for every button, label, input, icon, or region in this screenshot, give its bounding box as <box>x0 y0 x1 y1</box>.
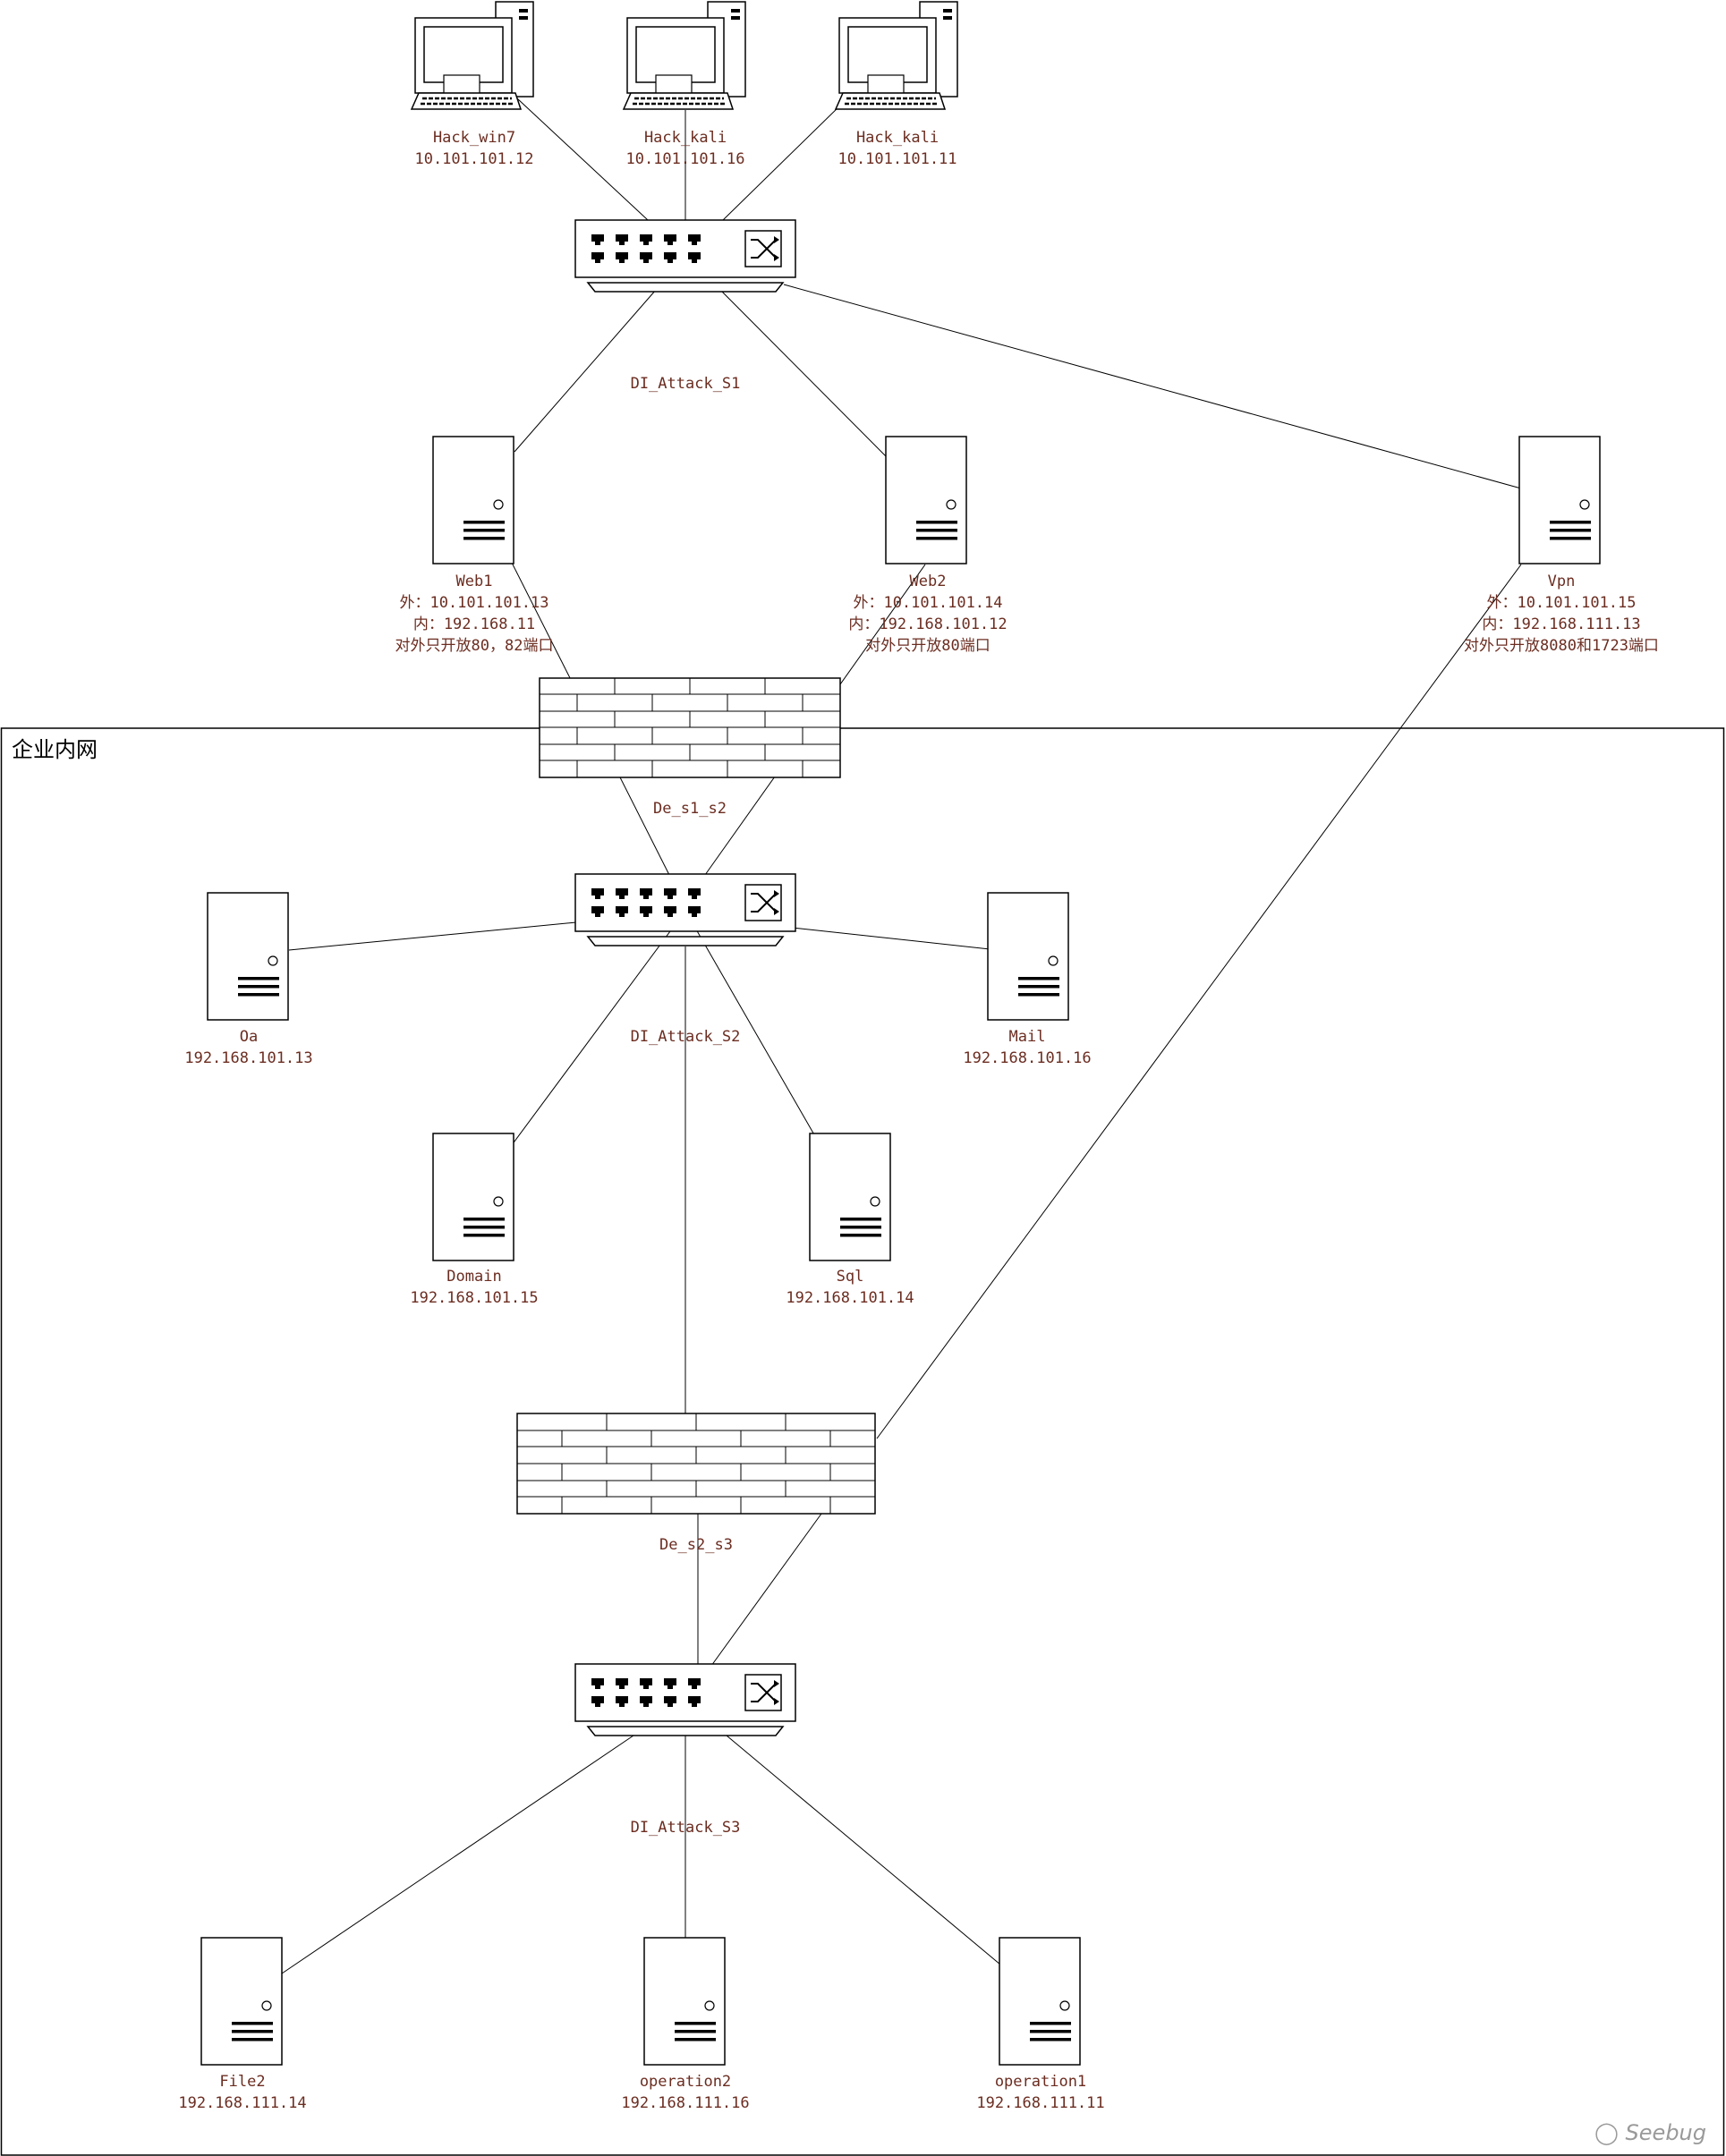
server-icon-vpn <box>1518 436 1601 564</box>
firewall-de-s2-s3 <box>516 1413 876 1515</box>
server-icon-file2 <box>200 1937 283 2066</box>
switch-icon-s2 <box>574 873 796 946</box>
server-label-file2: File2 192.168.111.14 <box>178 2073 307 2112</box>
enterprise-zone-label: 企业内网 <box>12 737 98 762</box>
server-label-mail: Mail 192.168.101.16 <box>963 1028 1092 1067</box>
workstation-icon-hack-win7 <box>410 0 535 111</box>
workstation-label-hack-kali-16: Hack_kali 10.101.101.16 <box>625 129 745 168</box>
firewall-label-de-s1-s2: De_s1_s2 <box>653 800 727 818</box>
connection-lines <box>281 98 1522 1974</box>
workstation-label-hack-win7: Hack_win7 10.101.101.12 <box>414 129 534 168</box>
server-icon-mail <box>987 892 1069 1021</box>
workstation-icon-hack-kali-16 <box>622 0 747 111</box>
switch-label-s2: DI_Attack_S2 <box>630 1028 741 1046</box>
server-icon-operation1 <box>999 1937 1081 2066</box>
server-icon-domain <box>432 1133 514 1261</box>
watermark-logo: ◯ Seebug <box>1594 2120 1706 2145</box>
server-label-web1: Web1 外：10.101.101.13 内：192.168.11 对外只开放8… <box>395 573 554 655</box>
server-icon-operation2 <box>643 1937 726 2066</box>
server-icon-web2 <box>885 436 967 564</box>
server-label-oa: Oa 192.168.101.13 <box>184 1028 313 1067</box>
firewall-de-s1-s2 <box>539 677 841 778</box>
enterprise-zone-border <box>0 727 1725 2156</box>
server-icon-oa <box>207 892 289 1021</box>
switch-label-s3: DI_Attack_S3 <box>630 1819 741 1837</box>
server-label-web2: Web2 外：10.101.101.14 内：192.168.101.12 对外… <box>848 573 1008 655</box>
server-label-operation2: operation2 192.168.111.16 <box>621 2073 750 2112</box>
server-label-vpn: Vpn 外：10.101.101.15 内：192.168.111.13 对外只… <box>1464 573 1659 655</box>
workstation-label-hack-kali-11: Hack_kali 10.101.101.11 <box>837 129 957 168</box>
server-icon-sql <box>809 1133 891 1261</box>
switch-icon-s3 <box>574 1663 796 1736</box>
server-label-domain: Domain 192.168.101.15 <box>410 1268 539 1307</box>
switch-icon-s1 <box>574 219 796 293</box>
workstation-icon-hack-kali-11 <box>834 0 959 111</box>
server-icon-web1 <box>432 436 514 564</box>
firewall-label-de-s2-s3: De_s2_s3 <box>659 1536 733 1554</box>
seebug-logo-icon: ◯ <box>1594 2120 1626 2145</box>
switch-label-s1: DI_Attack_S1 <box>630 375 741 393</box>
server-label-sql: Sql 192.168.101.14 <box>786 1268 914 1307</box>
server-label-operation1: operation1 192.168.111.11 <box>976 2073 1105 2112</box>
